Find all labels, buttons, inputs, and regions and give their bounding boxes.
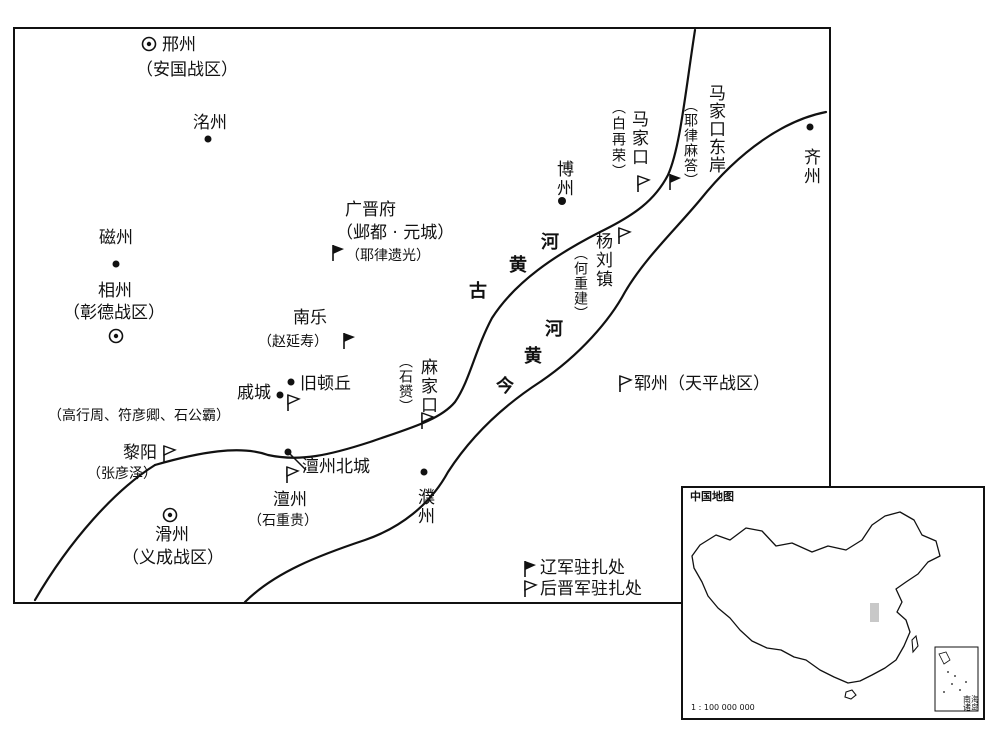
label-huazhou-zone: （义成战区） xyxy=(122,548,224,568)
huazhou-seat-icon xyxy=(162,507,178,523)
label-guangjinfu-alt: （邺都 · 元城） xyxy=(336,223,454,243)
label-nanle: 南乐 xyxy=(293,308,327,328)
inset-south-sea-1: 南海 xyxy=(963,694,979,704)
inset-highlight xyxy=(870,603,879,622)
label-yangliuzhen-camp: （何重建） xyxy=(572,246,588,321)
river-labels: 河 黄 古 河 黄 今 xyxy=(469,232,563,397)
inset-south-sea-2: 诸岛 xyxy=(963,702,979,712)
towns xyxy=(108,36,814,523)
vertical-labels: 马家口 （白再荣） 马家口东岸 （耶律麻答） 博州 齐州 杨刘镇 （何重建） 麻… xyxy=(397,84,821,526)
legend: 辽军驻扎处 后晋军驻扎处 xyxy=(524,558,642,599)
label-xiangzhou: 相州 xyxy=(98,281,132,301)
label-qicheng: 戚城 xyxy=(237,383,271,403)
xingzhou-seat-icon xyxy=(141,36,157,52)
label-guangjinfu: 广晋府 xyxy=(345,200,396,220)
label-xingzhou: 邢州 xyxy=(162,35,196,55)
qizhou-dot-icon xyxy=(806,123,814,131)
label-xiangzhou-zone: （彰德战区） xyxy=(63,303,165,323)
new-river-char-he: 河 xyxy=(545,319,563,340)
label-liyang-camp: （张彦泽） xyxy=(87,466,157,482)
old-yellow-river xyxy=(33,28,828,604)
china-outline xyxy=(691,511,941,684)
label-huazhou: 滑州 xyxy=(155,525,189,545)
label-guangjinfu-camp: （耶律遗光） xyxy=(346,248,430,264)
label-majiakou-east-camp: （耶律麻答） xyxy=(682,98,698,188)
legend-liao-label: 辽军驻扎处 xyxy=(540,558,625,578)
label-majiakou-east: 马家口东岸 xyxy=(705,84,726,174)
label-yangliuzhen: 杨刘镇 xyxy=(592,232,613,289)
inset-map: 中国地图 1 : 100 000 000 南海 诸岛 xyxy=(681,486,985,720)
inset-scale: 1 : 100 000 000 xyxy=(691,703,755,712)
label-chanzhou: 澶州 xyxy=(273,490,307,510)
xiangzhou-seat-icon xyxy=(108,328,124,344)
jiudunqiu-dot-icon xyxy=(287,378,295,386)
label-bozhou: 博州 xyxy=(553,160,574,198)
cizhou-dot-icon xyxy=(112,260,120,268)
new-river-char-huang: 黄 xyxy=(524,345,542,367)
label-jiudunqiu: 旧顿丘 xyxy=(300,374,351,394)
puzhou-dot-icon xyxy=(420,468,428,476)
label-puzhou: 濮州 xyxy=(414,488,435,526)
new-river-char-jin: 今 xyxy=(496,375,515,397)
label-nanle-camp: （赵延寿） xyxy=(258,333,328,350)
place-labels: 邢州 （安国战区） 洺州 磁州 相州 （彰德战区） 广晋府 （邺都 · 元城） … xyxy=(48,35,770,568)
label-mingzhou: 洺州 xyxy=(193,113,227,133)
old-river-char-gu: 古 xyxy=(469,280,487,302)
label-chanzhou-camp: （石重贵） xyxy=(248,513,318,529)
label-majiakou-camp: （石赟） xyxy=(397,354,413,414)
label-liyang: 黎阳 xyxy=(123,443,157,463)
label-majiakou: 麻家口 xyxy=(417,358,438,415)
label-qicheng-camp: （高行周、符彦卿、石公霸） xyxy=(48,407,230,424)
label-xingzhou-zone: （安国战区） xyxy=(136,60,238,80)
inset-title: 中国地图 xyxy=(690,489,734,503)
label-qizhou: 齐州 xyxy=(800,148,821,186)
old-river-char-huang: 黄 xyxy=(509,254,527,276)
label-majiakou-n: 马家口 xyxy=(628,110,649,167)
bozhou-dot-icon xyxy=(558,197,566,205)
mingzhou-dot-icon xyxy=(204,135,212,143)
label-yunzhou: 郓州（天平战区） xyxy=(634,374,770,394)
legend-houjin-label: 后晋军驻扎处 xyxy=(540,579,642,599)
label-chanzhou-north: 澶州北城 xyxy=(302,457,370,477)
qicheng-dot-icon xyxy=(276,391,284,399)
old-river-char-he: 河 xyxy=(541,232,559,253)
label-majiakou-n-camp: （白再荣） xyxy=(610,100,626,180)
label-cizhou: 磁州 xyxy=(99,228,133,248)
